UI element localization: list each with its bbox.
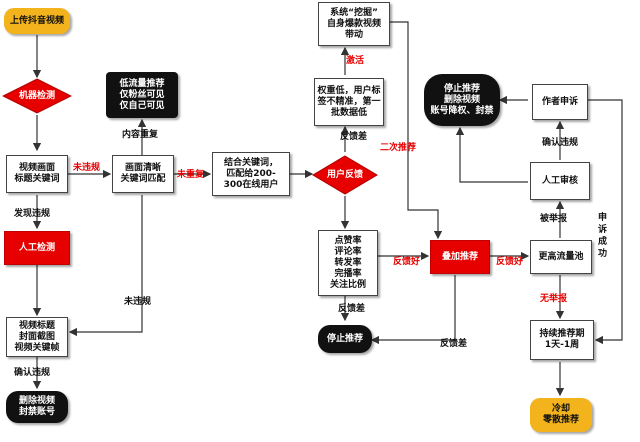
appeal-success-label: 申诉成功 [598, 213, 608, 259]
low-traffic-node: 低流量推荐 仅粉丝可见 仅自己可见 [106, 72, 178, 118]
cold-node: 冷却 零散推荐 [530, 398, 592, 432]
combine-keywords-node: 结合关键词， 匹配给200- 300在线用户 [212, 152, 290, 196]
feedback-bad-label-1: 反馈差 [340, 132, 368, 142]
user-feedback-label: 用户反馈 [326, 169, 363, 180]
feedback-bad-label-2: 反馈差 [338, 304, 366, 314]
second-recommend-label: 二次推荐 [380, 143, 417, 153]
confirm-violation-label-2: 确认违规 [542, 138, 579, 148]
activate-label: 激活 [346, 56, 365, 66]
video-title-node: 视频标题 封面截图 视频关键帧 [6, 317, 68, 357]
reported-label: 被举报 [540, 214, 568, 224]
screen-clear-node: 画面清晰 关键词匹配 [112, 155, 174, 193]
system-dig-node: 系统“挖掘” 自身爆款视频 带动 [318, 2, 390, 46]
video-keywords-node: 视频画面 标题关键词 [6, 155, 68, 193]
stop-delete-node: 停止推荐 删除视频 账号降权、封禁 [424, 74, 500, 126]
stop-recommend-node: 停止推荐 [318, 325, 372, 353]
content-duplicate-label: 内容重复 [122, 130, 159, 140]
manual-review-node: 人工审核 [530, 162, 590, 200]
delete-ban-node: 删除视频 封禁账号 [6, 391, 68, 423]
machine-check-diamond [2, 78, 72, 114]
found-violation-label: 发现违规 [14, 209, 51, 219]
no-violation-label-1: 未违规 [73, 163, 101, 173]
manual-check-node: 人工检测 [4, 231, 70, 265]
upload-node: 上传抖音视频 [4, 8, 70, 34]
feedback-good-label-1: 反馈好 [393, 257, 421, 267]
confirm-violation-label: 确认违规 [14, 368, 51, 378]
author-appeal-node: 作者申诉 [532, 84, 588, 120]
machine-check-label: 机器检测 [18, 90, 55, 101]
no-violation-label-2: 未违规 [124, 297, 152, 307]
stack-recommend-node: 叠加推荐 [430, 240, 490, 274]
user-feedback-diamond [312, 155, 378, 195]
weight-low-node: 权重低，用户标 签不精准，第一 批数据低 [314, 78, 384, 126]
metrics-node: 点赞率 评论率 转发率 完播率 关注比例 [318, 230, 378, 296]
feedback-bad-label-3: 反馈差 [440, 339, 468, 349]
higher-pool-node: 更高流量池 [530, 240, 592, 274]
not-reported-label: 无举报 [540, 294, 568, 304]
continuous-node: 持续推荐期 1天-1周 [530, 320, 594, 360]
not-duplicate-label: 未重复 [177, 170, 205, 180]
feedback-good-label-2: 反馈好 [496, 257, 524, 267]
